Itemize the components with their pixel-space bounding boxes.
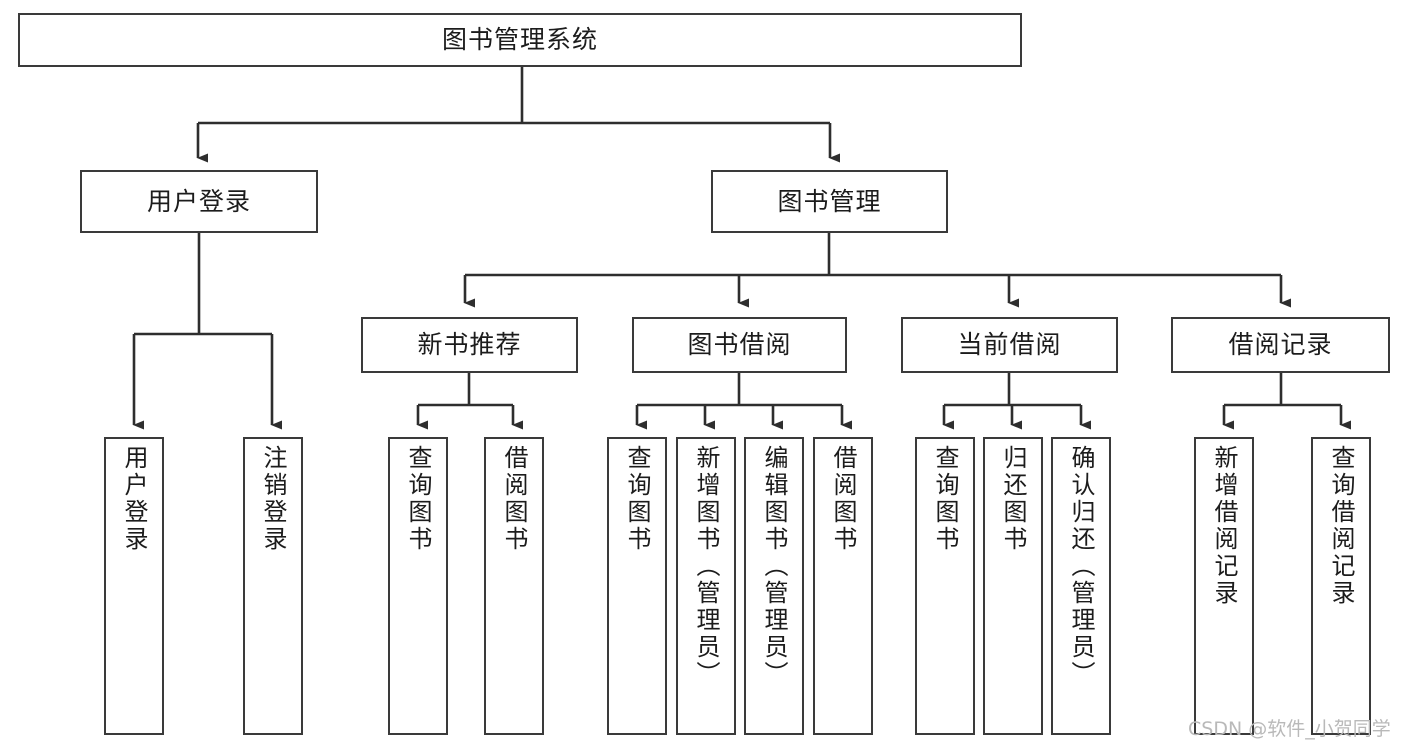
node-new-book-rec[interactable]: 新书推荐: [361, 317, 578, 373]
node-leaf-edit-book-label: 编辑图书（管理员）: [760, 445, 788, 688]
node-leaf-return-book[interactable]: 归还图书: [983, 437, 1043, 735]
node-leaf-confirm-return[interactable]: 确认归还（管理员）: [1051, 437, 1111, 735]
node-leaf-borrow-book-2-label: 借阅图书: [829, 445, 857, 553]
node-root-label: 图书管理系统: [441, 25, 598, 55]
node-leaf-user-logout-label: 注销登录: [259, 445, 287, 553]
node-leaf-user-login-label: 用户登录: [120, 445, 148, 553]
node-leaf-confirm-return-label: 确认归还（管理员）: [1067, 445, 1095, 688]
node-leaf-add-record[interactable]: 新增借阅记录: [1194, 437, 1254, 735]
node-leaf-query-book-2-label: 查询图书: [623, 445, 651, 553]
node-leaf-query-record-label: 查询借阅记录: [1327, 445, 1355, 607]
node-leaf-query-book-1-label: 查询图书: [404, 445, 432, 553]
node-leaf-add-book[interactable]: 新增图书（管理员）: [676, 437, 736, 735]
node-book-borrow-label: 图书借阅: [687, 330, 792, 360]
node-user-login[interactable]: 用户登录: [80, 170, 318, 233]
node-leaf-add-book-label: 新增图书（管理员）: [692, 445, 720, 688]
node-leaf-borrow-book-1-label: 借阅图书: [500, 445, 528, 553]
node-book-borrow[interactable]: 图书借阅: [632, 317, 847, 373]
node-borrow-record[interactable]: 借阅记录: [1171, 317, 1390, 373]
node-leaf-edit-book[interactable]: 编辑图书（管理员）: [744, 437, 804, 735]
node-leaf-user-login[interactable]: 用户登录: [104, 437, 164, 735]
node-leaf-query-record[interactable]: 查询借阅记录: [1311, 437, 1371, 735]
node-current-borrow-label: 当前借阅: [957, 330, 1062, 360]
node-leaf-query-book-2[interactable]: 查询图书: [607, 437, 667, 735]
node-leaf-user-logout[interactable]: 注销登录: [243, 437, 303, 735]
node-new-book-rec-label: 新书推荐: [417, 330, 522, 360]
node-user-login-label: 用户登录: [146, 186, 251, 216]
node-book-manage-label: 图书管理: [777, 186, 882, 216]
node-leaf-query-book-3[interactable]: 查询图书: [915, 437, 975, 735]
node-current-borrow[interactable]: 当前借阅: [901, 317, 1118, 373]
node-root[interactable]: 图书管理系统: [18, 13, 1022, 67]
node-borrow-record-label: 借阅记录: [1228, 330, 1333, 360]
node-leaf-query-book-1[interactable]: 查询图书: [388, 437, 448, 735]
node-leaf-borrow-book-2[interactable]: 借阅图书: [813, 437, 873, 735]
node-leaf-query-book-3-label: 查询图书: [931, 445, 959, 553]
node-book-manage[interactable]: 图书管理: [711, 170, 948, 233]
node-leaf-add-record-label: 新增借阅记录: [1210, 445, 1238, 607]
node-leaf-return-book-label: 归还图书: [999, 445, 1027, 553]
csdn-watermark: CSDN @软件_小贺同学: [1188, 718, 1391, 740]
node-leaf-borrow-book-1[interactable]: 借阅图书: [484, 437, 544, 735]
